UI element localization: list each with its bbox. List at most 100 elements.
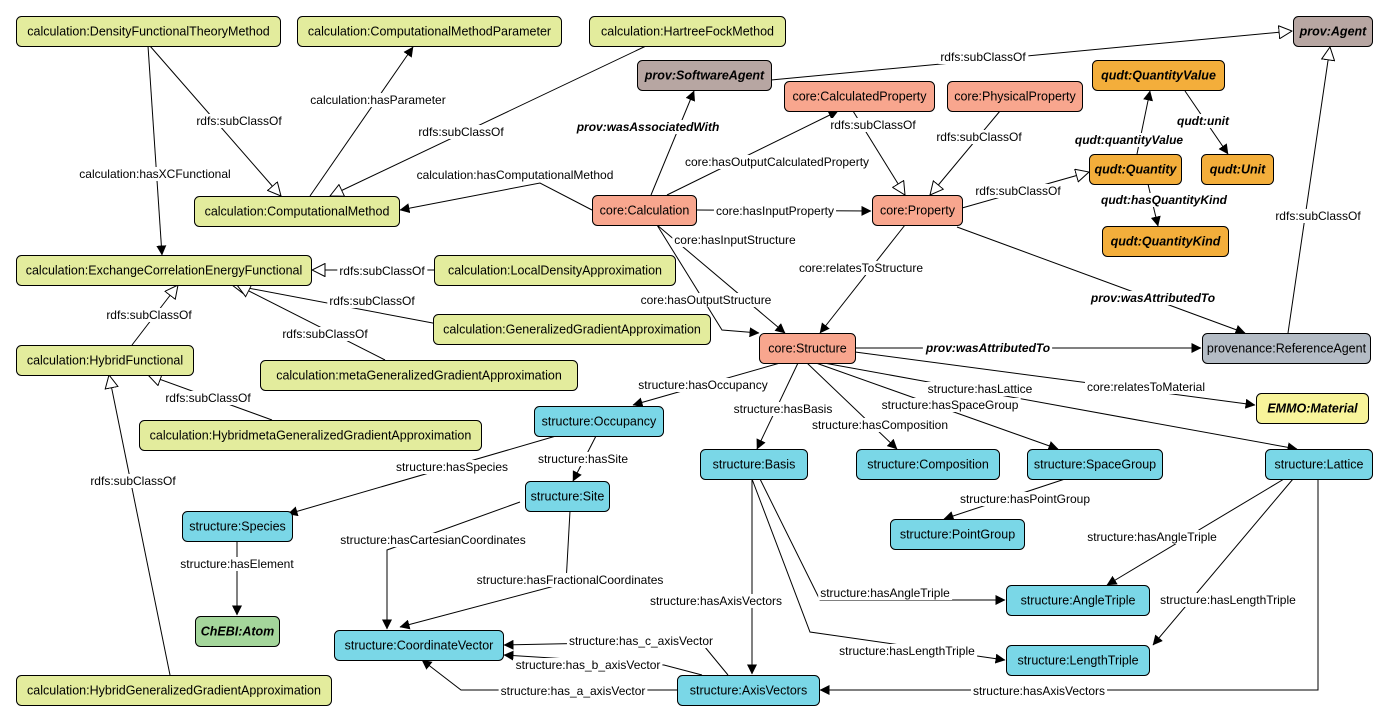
edge-label-background [818, 586, 953, 600]
node-occ[interactable]: structure:Occupancy [534, 406, 664, 437]
node-lat[interactable]: structure:Lattice [1265, 449, 1373, 480]
node-dft[interactable]: calculation:DensityFunctionalTheoryMetho… [16, 16, 281, 47]
edge-label-background [970, 684, 1108, 698]
node-box [534, 406, 664, 437]
node-label: structure:SpaceGroup [1034, 458, 1156, 472]
edge-label: structure:hasAngleTriple [1087, 530, 1217, 544]
edge-cm-to-cmp [309, 46, 414, 197]
node-label: structure:Composition [867, 458, 989, 472]
node-struct[interactable]: core:Structure [759, 333, 856, 364]
node-hgga[interactable]: calculation:HybridGeneralizedGradientApp… [16, 675, 332, 706]
node-label: structure:AngleTriple [1021, 594, 1136, 608]
node-box [759, 333, 856, 364]
node-agent[interactable]: prov:Agent [1293, 16, 1373, 47]
node-label: qudt:Unit [1210, 163, 1266, 177]
edge-label: qudt:quantityValue [1075, 133, 1184, 147]
edge-label: structure:has_c_axisVector [569, 634, 713, 648]
node-box [589, 16, 786, 47]
node-axis[interactable]: structure:AxisVectors [677, 675, 820, 706]
node-label: core:PhysicalProperty [954, 90, 1076, 104]
node-box [16, 675, 332, 706]
edge-label: prov:wasAssociatedWith [576, 120, 720, 134]
node-pg[interactable]: structure:PointGroup [890, 519, 1025, 550]
node-atom[interactable]: ChEBI:Atom [195, 616, 280, 647]
node-label: structure:Species [189, 520, 286, 534]
node-sw[interactable]: prov:SoftwareAgent [637, 60, 772, 91]
edge-label-background [393, 460, 511, 474]
node-q[interactable]: qudt:Quantity [1089, 154, 1182, 185]
node-gga[interactable]: calculation:GeneralizedGradientApproxima… [433, 314, 711, 345]
node-box [872, 195, 963, 226]
edge-label: rdfs:subClassOf [106, 308, 192, 322]
edge-label-background [416, 125, 507, 139]
edge-hgga-to-hyb [109, 375, 171, 676]
node-label: structure:PointGroup [900, 528, 1015, 542]
node-calc[interactable]: core:Calculation [592, 195, 697, 226]
node-qv[interactable]: qudt:QuantityValue [1092, 60, 1225, 91]
edge-struct-to-comp [806, 362, 898, 450]
node-box [16, 345, 194, 376]
node-label: structure:Basis [713, 458, 796, 472]
node-xc[interactable]: calculation:ExchangeCorrelationEnergyFun… [16, 255, 312, 286]
node-box [16, 16, 281, 47]
edge-label: structure:hasLengthTriple [839, 644, 975, 658]
node-label: calculation:metaGeneralizedGradientAppro… [276, 369, 562, 383]
node-label: core:Structure [768, 342, 847, 356]
edge-label-background [713, 204, 837, 218]
node-species[interactable]: structure:Species [182, 511, 293, 542]
edge-label: prov:wasAttributedTo [1090, 291, 1215, 305]
edge-label: structure:hasSite [538, 452, 628, 466]
edge-label-background [731, 402, 835, 416]
node-emmo[interactable]: EMMO:Material [1256, 393, 1369, 424]
edge-label: structure:hasSpecies [396, 460, 508, 474]
edge-label-background [925, 382, 1035, 396]
node-prop[interactable]: core:Property [872, 195, 963, 226]
node-hyb[interactable]: calculation:HybridFunctional [16, 345, 194, 376]
edge-label-background [414, 168, 616, 182]
node-box [1201, 154, 1274, 185]
node-ref[interactable]: provenance:ReferenceAgent [1202, 333, 1371, 364]
node-qk[interactable]: qudt:QuantityKind [1102, 226, 1229, 257]
node-box [1092, 60, 1225, 91]
edge-label: structure:hasAxisVectors [973, 684, 1105, 698]
edge-label-background [1175, 114, 1232, 128]
node-pprop[interactable]: core:PhysicalProperty [947, 81, 1083, 112]
edge-sw-to-agent [770, 31, 1292, 81]
node-hmgga[interactable]: calculation:HybridmetaGeneralizedGradien… [139, 420, 482, 451]
node-angle[interactable]: structure:AngleTriple [1006, 585, 1150, 616]
node-box [194, 196, 400, 227]
edge-label-background [1072, 133, 1186, 147]
node-cv[interactable]: structure:CoordinateVector [334, 630, 504, 661]
node-lda[interactable]: calculation:LocalDensityApproximation [434, 255, 676, 286]
edge-label-background [837, 644, 978, 658]
edge-label-background [934, 130, 1025, 144]
node-box [16, 255, 312, 286]
node-cm[interactable]: calculation:ComputationalMethod [194, 196, 400, 227]
edge-label: qudt:unit [1177, 114, 1230, 128]
node-box [947, 81, 1083, 112]
edge-label: calculation:hasParameter [310, 93, 445, 107]
edge-label-background [194, 114, 285, 128]
node-hf[interactable]: calculation:HartreeFockMethod [589, 16, 786, 47]
node-box [433, 314, 711, 345]
node-comp[interactable]: structure:Composition [856, 449, 1000, 480]
node-site[interactable]: structure:Site [525, 481, 610, 512]
node-box [677, 675, 820, 706]
node-cmp[interactable]: calculation:ComputationalMethodParameter [297, 16, 562, 47]
node-unit[interactable]: qudt:Unit [1201, 154, 1274, 185]
edge-occ-to-species [287, 435, 557, 517]
edge-label-background [879, 398, 1021, 412]
edge-label-background [163, 391, 254, 405]
node-box [1006, 645, 1150, 676]
node-basis[interactable]: structure:Basis [700, 449, 808, 480]
node-label: calculation:ComputationalMethodParameter [308, 25, 551, 39]
node-mgga[interactable]: calculation:metaGeneralizedGradientAppro… [260, 360, 578, 391]
node-sg[interactable]: structure:SpaceGroup [1027, 449, 1163, 480]
node-label: calculation:HybridmetaGeneralizedGradien… [150, 429, 472, 443]
node-cprop[interactable]: core:CalculatedProperty [784, 81, 935, 112]
node-length[interactable]: structure:LengthTriple [1006, 645, 1150, 676]
edge-hf-to-cm [330, 45, 647, 196]
node-box [1027, 449, 1163, 480]
node-label: calculation:LocalDensityApproximation [448, 264, 662, 278]
edge-site-to-cv [399, 510, 571, 630]
